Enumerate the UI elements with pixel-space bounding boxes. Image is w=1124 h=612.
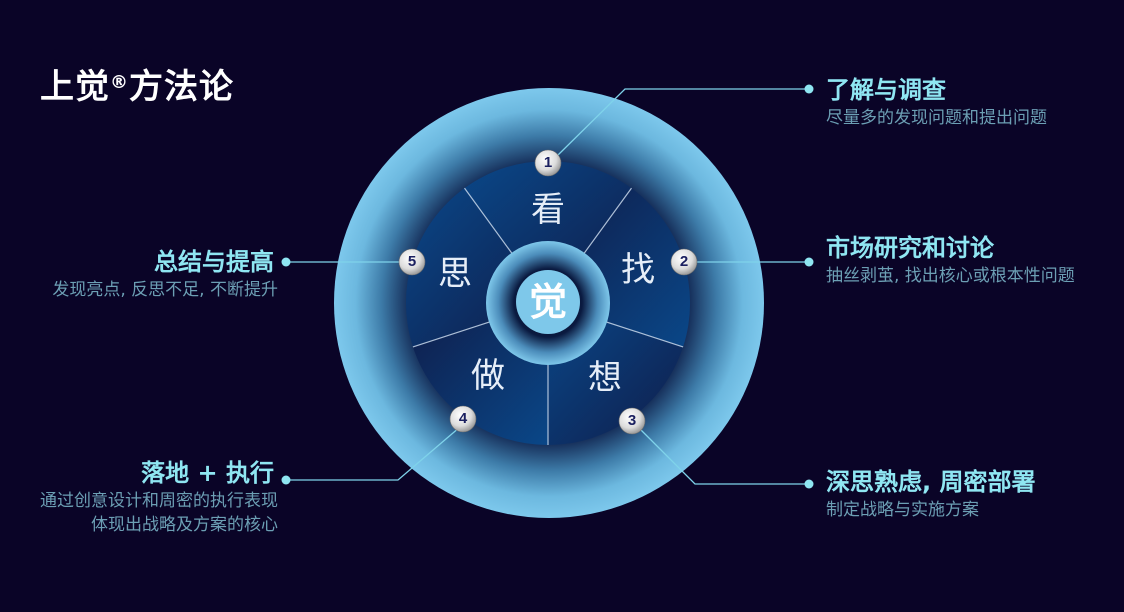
badge-4: 4 [458,410,468,427]
badge-1: 1 [543,154,553,171]
title-suffix: 方法论 [129,67,234,107]
wedge-label-look: 看 [531,190,565,230]
step-4-description-line-2: 体现出战略及方案的核心 [91,515,278,535]
step-2-description: 抽丝剥茧, 找出核心或根本性问题 [826,266,1075,286]
registered-mark: ® [110,72,129,93]
wedge-label-think: 想 [588,358,622,398]
step-4-heading: 落地 + 执行 [141,459,274,487]
center-label: 觉 [528,280,567,324]
badge-2: 2 [679,253,689,270]
step-5: 总结与提高 发现亮点, 反思不足, 不断提升 [52,246,278,302]
step-4-description-line-1: 通过创意设计和周密的执行表现 [40,491,278,511]
step-1-heading: 了解与调查 [826,76,946,104]
wedge-look [464,160,632,303]
step-3: 深思熟虑, 周密部署 制定战略与实施方案 [826,466,1035,522]
page-title: 上觉®方法论 [40,64,234,110]
step-2-heading: 市场研究和讨论 [826,234,994,262]
wedge-label-do: 做 [471,356,505,396]
badge-3: 3 [627,412,637,429]
step-3-heading: 深思熟虑, 周密部署 [826,468,1036,496]
wedge-label-find: 找 [621,250,655,290]
step-5-heading: 总结与提高 [154,248,274,276]
step-5-description: 发现亮点, 反思不足, 不断提升 [52,280,278,300]
connector-lines [286,88,808,485]
step-1: 了解与调查 尽量多的发现问题和提出问题 [826,74,1047,130]
step-3-description: 制定战略与实施方案 [826,500,979,520]
step-4: 落地 + 执行 通过创意设计和周密的执行表现 体现出战略及方案的核心 [40,457,278,537]
badge-5: 5 [407,253,417,270]
wedge-label-reflect: 思 [438,254,472,294]
center-disc [516,270,580,334]
connector-dots [281,84,814,489]
number-badges [398,149,698,435]
step-1-description: 尽量多的发现问题和提出问题 [826,108,1047,128]
step-2: 市场研究和讨论 抽丝剥茧, 找出核心或根本性问题 [826,232,1075,288]
title-prefix: 上觉 [40,67,110,107]
